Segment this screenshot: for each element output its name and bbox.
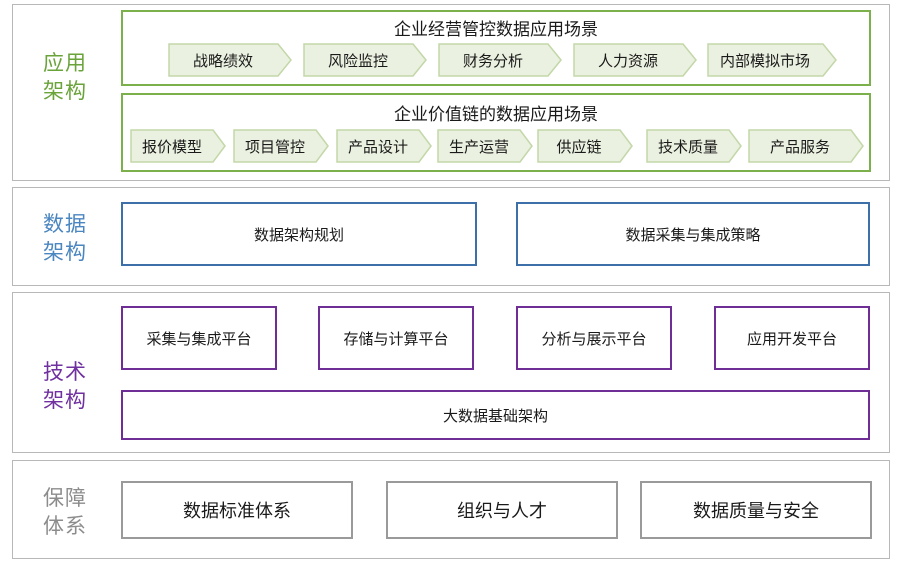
chevron-supply-chain: 供应链 xyxy=(537,129,633,163)
data-quality-security-box: 数据质量与安全 xyxy=(640,481,872,539)
chevron-project-control: 项目管控 xyxy=(233,129,329,163)
chevron-financial-analysis: 财务分析 xyxy=(438,43,562,77)
application-architecture-label: 应用 架构 xyxy=(43,51,87,103)
big-data-foundation-box: 大数据基础架构 xyxy=(121,390,870,440)
data-architecture-planning-box: 数据架构规划 xyxy=(121,202,477,266)
data-collection-strategy-box: 数据采集与集成策略 xyxy=(516,202,870,266)
chevron-strategy-performance: 战略绩效 xyxy=(168,43,292,77)
application-development-platform-box: 应用开发平台 xyxy=(714,306,870,370)
chevron-product-design: 产品设计 xyxy=(336,129,432,163)
guarantee-system-label: 保障 体系 xyxy=(43,486,87,538)
data-architecture-label: 数据 架构 xyxy=(43,212,87,264)
collection-integration-platform-box: 采集与集成平台 xyxy=(121,306,277,370)
technology-architecture-label: 技术 架构 xyxy=(43,360,87,412)
chevron-production-operations: 生产运营 xyxy=(437,129,533,163)
chevron-human-resources: 人力资源 xyxy=(573,43,697,77)
chevron-product-service: 产品服务 xyxy=(748,129,864,163)
data-standards-box: 数据标准体系 xyxy=(121,481,353,539)
chevron-quotation-model: 报价模型 xyxy=(130,129,226,163)
storage-computing-platform-box: 存储与计算平台 xyxy=(318,306,474,370)
value-chain-scene-box: 企业价值链的数据应用场景 xyxy=(121,93,871,172)
organization-talent-box: 组织与人才 xyxy=(386,481,618,539)
business-ops-scene-title: 企业经营管控数据应用场景 xyxy=(394,20,598,40)
chevron-risk-monitoring: 风险监控 xyxy=(303,43,427,77)
chevron-internal-market: 内部模拟市场 xyxy=(707,43,837,77)
business-ops-scene-box: 企业经营管控数据应用场景 xyxy=(121,10,871,86)
chevron-technical-quality: 技术质量 xyxy=(646,129,742,163)
analysis-display-platform-box: 分析与展示平台 xyxy=(516,306,672,370)
value-chain-scene-title: 企业价值链的数据应用场景 xyxy=(394,105,598,125)
